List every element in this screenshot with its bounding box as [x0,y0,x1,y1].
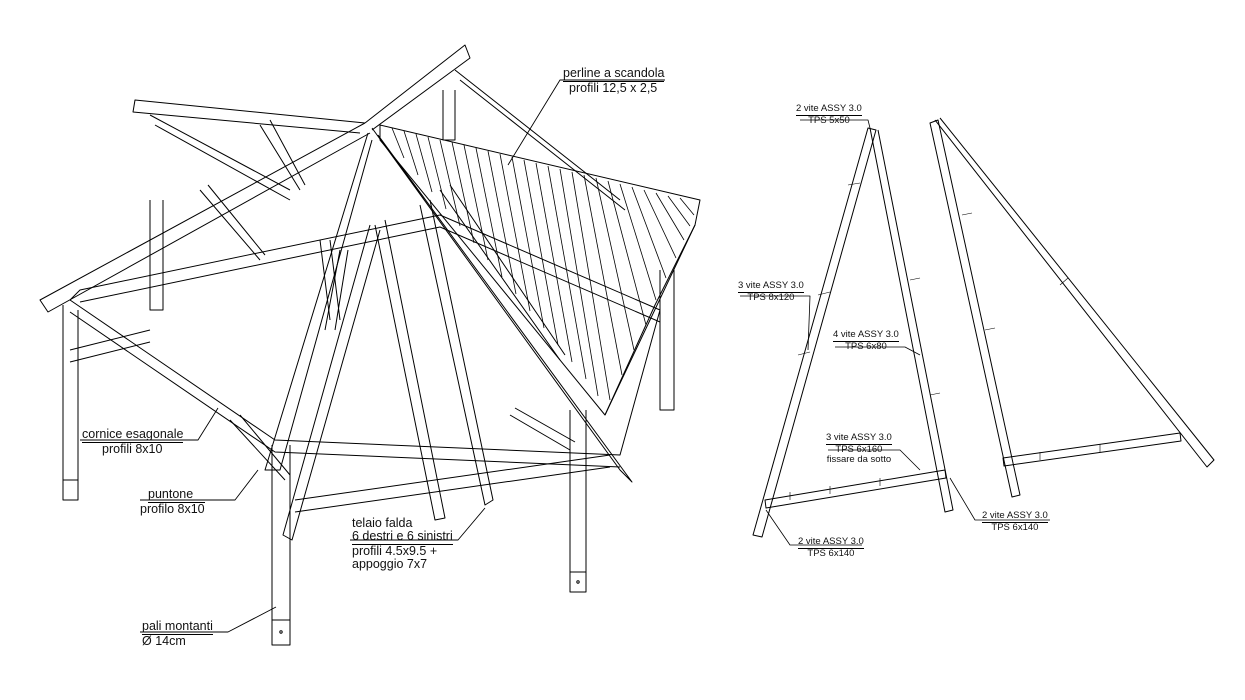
screws-center-mid-line1: 4 vite ASSY 3.0 [833,329,899,342]
rafters [39,44,633,483]
screws-base-center-line2: TPS 6x160 [835,443,883,455]
label-slope-frame: telaio falda 6 destri e 6 sinistri profi… [352,516,453,572]
screws-left-mid-line1: 3 vite ASSY 3.0 [738,280,804,293]
shingle-boards-line2: profili 12,5 x 2,5 [569,81,658,96]
truss-frames [740,117,1215,546]
screws-bottom-left-line1: 2 vite ASSY 3.0 [798,536,864,549]
hex-frame-line1: cornice esagonale [82,427,184,444]
screws-base-center-line1: 3 vite ASSY 3.0 [826,432,892,445]
truss-right [929,117,1215,498]
label-screws-center-mid: 4 vite ASSY 3.0 TPS 6x80 [833,330,899,352]
label-posts: pali montanti Ø 14cm [142,619,213,649]
screws-center-mid-line2: TPS 6x80 [845,340,887,352]
slope-frame-line2: 6 destri e 6 sinistri [352,530,453,546]
screws-bottom-right-line1: 2 vite ASSY 3.0 [982,510,1048,523]
screws-top-line1: 2 vite ASSY 3.0 [796,103,862,116]
label-screws-bottom-right: 2 vite ASSY 3.0 TPS 6x140 [982,511,1048,533]
label-screws-left-mid: 3 vite ASSY 3.0 TPS 8x120 [738,281,804,303]
label-rafter: puntone profilo 8x10 [140,487,205,516]
slope-frame-line1: telaio falda [352,516,413,530]
hex-frame-line2: profili 8x10 [102,442,163,457]
slope-frame-line4: appoggio 7x7 [352,557,428,572]
hex-frame [69,214,661,513]
shingle-roof-panel [379,124,701,416]
slope-frames [282,199,494,541]
label-screws-base-center: 3 vite ASSY 3.0 TPS 6x160 fissare da sot… [826,433,892,465]
screws-left-mid-line2: TPS 8x120 [747,291,795,303]
label-shingle-boards: perline a scandola profili 12,5 x 2,5 [563,66,665,96]
gazebo-isometric [39,44,701,646]
rafter-line1: puntone [148,487,205,504]
frame-leaders [740,119,1050,546]
rafter-line2: profilo 8x10 [140,502,205,517]
slope-frame-line3: profili 4.5x9.5 + [352,544,438,559]
shingle-boards-line1: perline a scandola [563,66,665,83]
label-screws-top: 2 vite ASSY 3.0 TPS 5x50 [796,104,862,126]
label-screws-bottom-left: 2 vite ASSY 3.0 TPS 6x140 [798,537,864,559]
posts-line2: Ø 14cm [142,634,186,649]
screws-bottom-left-line2: TPS 6x140 [807,547,855,559]
posts-line1: pali montanti [142,619,213,636]
screws-base-center-line3: fissare da sotto [826,453,892,465]
screws-bottom-right-line2: TPS 6x140 [991,521,1039,533]
label-hex-frame: cornice esagonale profili 8x10 [82,427,184,457]
gazebo-leaders [80,79,665,633]
screws-top-line2: TPS 5x50 [808,114,850,126]
truss-left [752,127,954,538]
